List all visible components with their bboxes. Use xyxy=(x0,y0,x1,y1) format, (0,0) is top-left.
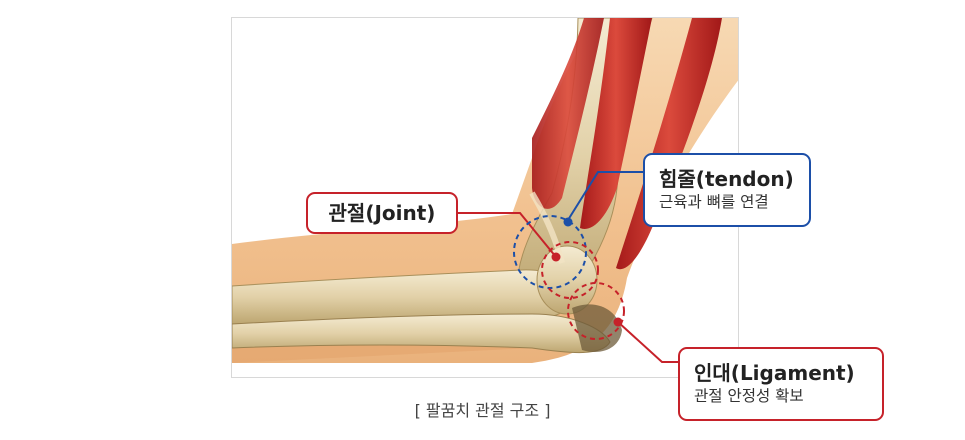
callout-tendon: 힘줄(tendon) 근육과 뼈를 연결 xyxy=(643,153,811,227)
elbow-condyle xyxy=(537,246,597,314)
joint-title: 관절(Joint) xyxy=(329,201,436,226)
figure-caption: [ 팔꿈치 관절 구조 ] xyxy=(0,397,965,421)
callout-joint: 관절(Joint) xyxy=(306,192,458,234)
tendon-subtitle: 근육과 뼈를 연결 xyxy=(659,192,795,213)
tendon-title: 힘줄(tendon) xyxy=(659,167,795,192)
ligament-title: 인대(Ligament) xyxy=(694,361,868,386)
